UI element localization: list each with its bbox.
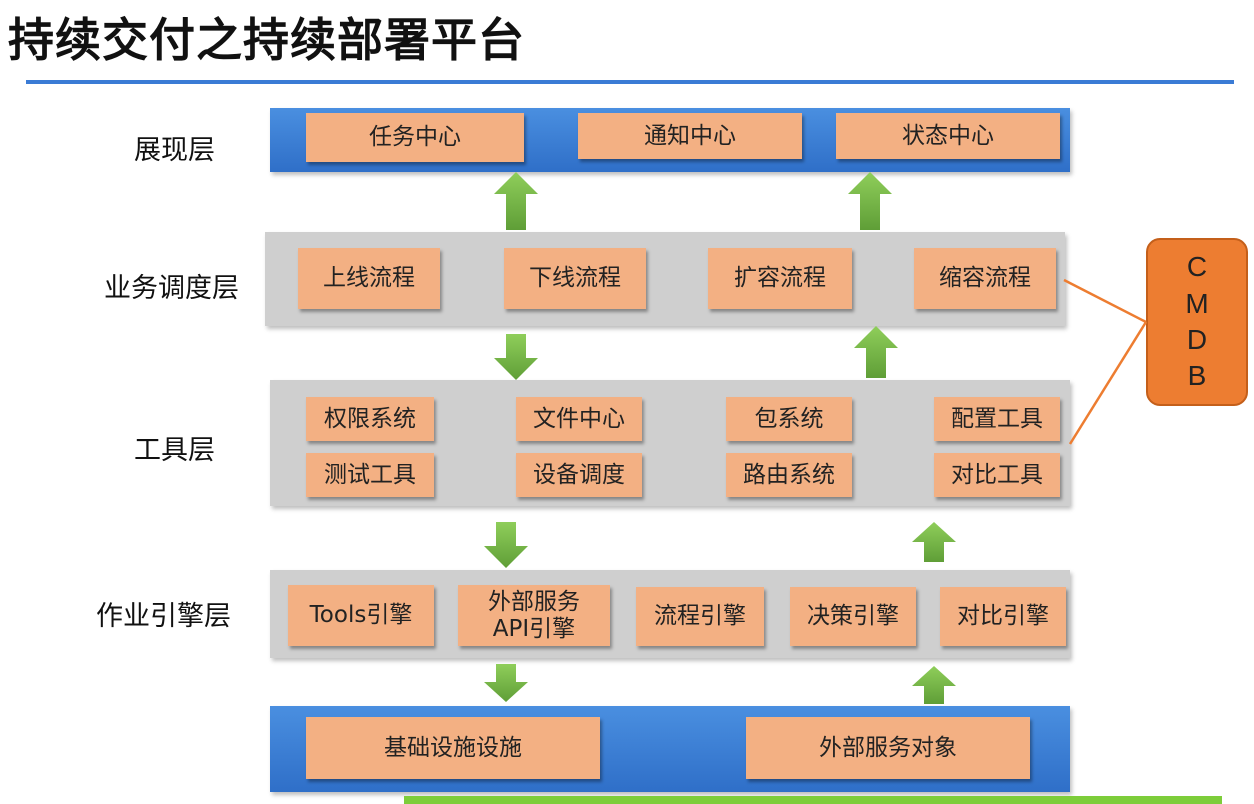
arrow-up-icon <box>848 172 892 230</box>
config-tool-box[interactable]: 配置工具 <box>934 397 1060 441</box>
status-center-box[interactable]: 状态中心 <box>836 113 1060 159</box>
cmdb-letter: C <box>1186 251 1208 283</box>
arrow-up-icon <box>494 172 538 230</box>
test-tool-box[interactable]: 测试工具 <box>306 453 434 497</box>
flow-engine-box[interactable]: 流程引擎 <box>636 587 764 646</box>
device-scheduling-box[interactable]: 设备调度 <box>516 453 642 497</box>
scale-in-flow-box[interactable]: 缩容流程 <box>914 248 1056 309</box>
bottom-accent-bar <box>404 796 1222 804</box>
cmdb-letter: B <box>1187 360 1207 392</box>
page-title: 持续交付之持续部署平台 <box>8 13 525 67</box>
arrow-up-icon <box>912 666 956 704</box>
cmdb-letter: D <box>1186 324 1208 355</box>
arrow-up-icon <box>912 522 956 562</box>
external-service-object-box[interactable]: 外部服务对象 <box>746 717 1030 779</box>
layer-label-scheduling: 业务调度层 <box>104 273 239 304</box>
permission-system-box[interactable]: 权限系统 <box>306 397 434 441</box>
cmdb-box[interactable]: C M D B <box>1146 238 1248 406</box>
compare-engine-box[interactable]: 对比引擎 <box>940 587 1066 646</box>
arrow-down-icon <box>494 334 538 380</box>
tools-engine-box[interactable]: Tools引擎 <box>288 585 434 646</box>
decision-engine-box[interactable]: 决策引擎 <box>790 587 916 646</box>
compare-tool-box[interactable]: 对比工具 <box>934 453 1060 497</box>
online-flow-box[interactable]: 上线流程 <box>298 248 440 309</box>
offline-flow-box[interactable]: 下线流程 <box>504 248 646 309</box>
package-system-box[interactable]: 包系统 <box>726 397 852 441</box>
scale-out-flow-box[interactable]: 扩容流程 <box>708 248 852 309</box>
layer-label-engine: 作业引擎层 <box>96 601 231 632</box>
title-divider <box>26 80 1234 84</box>
notification-center-box[interactable]: 通知中心 <box>578 113 802 159</box>
layer-label-presentation: 展现层 <box>134 135 215 166</box>
routing-system-box[interactable]: 路由系统 <box>726 453 852 497</box>
layer-label-tools: 工具层 <box>134 435 215 466</box>
cmdb-connector-line <box>1068 321 1148 445</box>
cmdb-connector-line <box>1063 278 1147 324</box>
arrow-down-icon <box>484 522 528 568</box>
task-center-box[interactable]: 任务中心 <box>306 113 524 162</box>
arrow-down-icon <box>484 664 528 702</box>
external-service-api-engine-box[interactable]: 外部服务 API引擎 <box>458 585 610 646</box>
infrastructure-box[interactable]: 基础设施设施 <box>306 717 600 779</box>
cmdb-letter: M <box>1185 287 1209 319</box>
file-center-box[interactable]: 文件中心 <box>516 397 642 441</box>
arrow-up-icon <box>854 326 898 378</box>
